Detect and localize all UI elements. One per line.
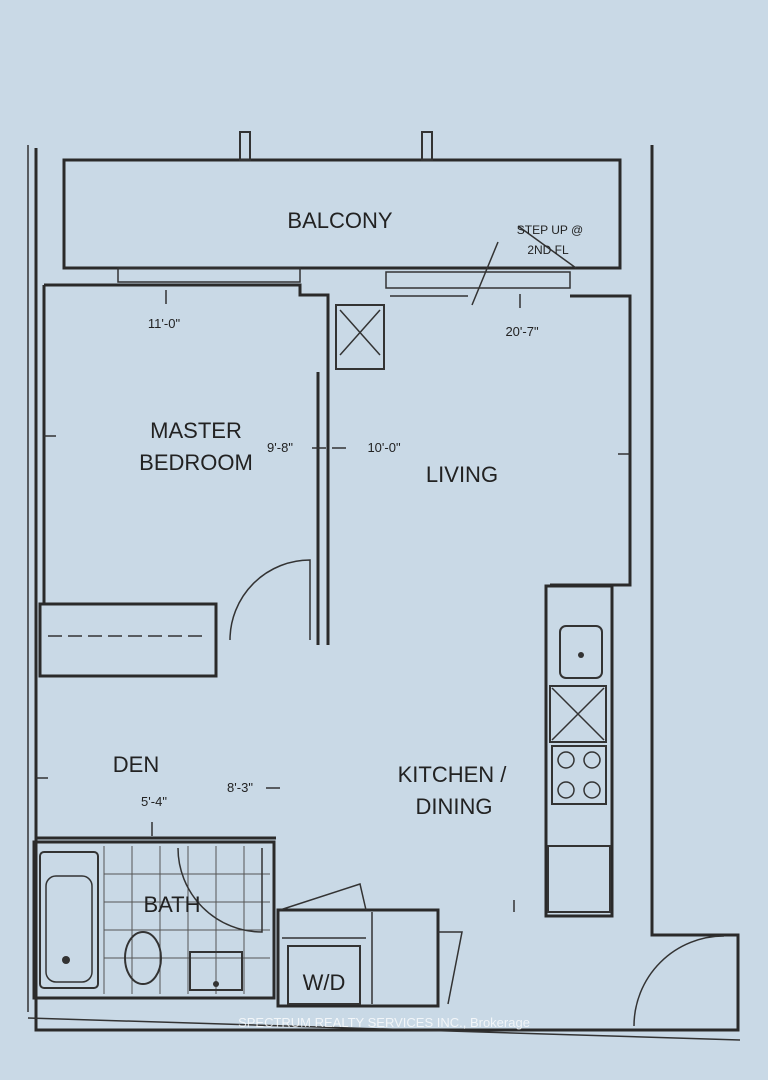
shaft-cross-b xyxy=(339,309,381,356)
vanity-drain xyxy=(213,981,219,987)
living-depth-dim: 10'-0" xyxy=(367,440,401,455)
sink-drain xyxy=(578,652,584,658)
vanity-sink-icon xyxy=(189,951,243,991)
living-label: LIVING xyxy=(426,462,498,487)
tub-drain xyxy=(62,956,70,964)
kitchen-label-2: DINING xyxy=(416,794,493,819)
laundry-closet xyxy=(276,908,440,1008)
den-label: DEN xyxy=(113,752,159,777)
bath-room xyxy=(32,840,276,1000)
toilet-icon xyxy=(124,931,162,985)
living-sliding-door xyxy=(385,271,571,289)
laundry-door-b xyxy=(438,931,463,1005)
washer-dryer-icon xyxy=(287,945,361,1005)
balcony-outline xyxy=(62,158,622,270)
laundry-door-a xyxy=(279,883,367,911)
bedroom-width-dim: 11'-0" xyxy=(148,316,181,331)
cooktop-icon xyxy=(551,745,607,805)
fridge-icon xyxy=(547,845,611,913)
den-width-dim: 5'-4" xyxy=(141,794,167,809)
den-depth-dim: 8'-3" xyxy=(227,780,253,795)
bathtub-icon xyxy=(39,851,99,989)
step-cross-line xyxy=(517,225,577,269)
balcony-post-right xyxy=(421,131,433,161)
sink-icon xyxy=(559,625,603,679)
burner-4 xyxy=(583,781,601,799)
bedroom-depth-dim: 9'-8" xyxy=(267,440,293,455)
bedroom-closet xyxy=(38,602,218,678)
dishwasher-icon xyxy=(549,685,607,743)
bedroom-sliding-door xyxy=(117,267,301,283)
step-note-line2: 2ND FL xyxy=(527,243,569,257)
outer-wall xyxy=(34,145,740,1032)
kitchen-label-1: KITCHEN / xyxy=(398,762,508,787)
dishwasher-cross-b xyxy=(551,687,605,741)
bedroom-door-swing xyxy=(229,559,311,641)
outer-wall-inner-line xyxy=(27,1017,741,1041)
burner-2 xyxy=(583,751,601,769)
bedroom-wall xyxy=(44,283,330,645)
bathtub-inner xyxy=(45,875,93,983)
bath-door-swing xyxy=(177,847,263,933)
mechanical-shaft xyxy=(335,304,385,370)
laundry-label: W/D xyxy=(303,970,346,995)
kitchen-counter xyxy=(544,584,614,918)
master-bedroom-label-1: MASTER xyxy=(150,418,242,443)
step-note-line1: STEP UP @ xyxy=(517,223,583,237)
step-arrow-line xyxy=(471,241,499,306)
balcony-label: BALCONY xyxy=(287,208,392,233)
brokerage-watermark: SPECTRUM REALTY SERVICES INC., Brokerage xyxy=(238,1015,530,1030)
balcony-post-left xyxy=(239,131,251,161)
entry-door-swing xyxy=(633,935,725,1027)
living-width-dim: 20'-7" xyxy=(505,324,539,339)
burner-3 xyxy=(557,781,575,799)
master-bedroom-label-2: BEDROOM xyxy=(139,450,253,475)
burner-1 xyxy=(557,751,575,769)
bath-label: BATH xyxy=(143,892,200,917)
